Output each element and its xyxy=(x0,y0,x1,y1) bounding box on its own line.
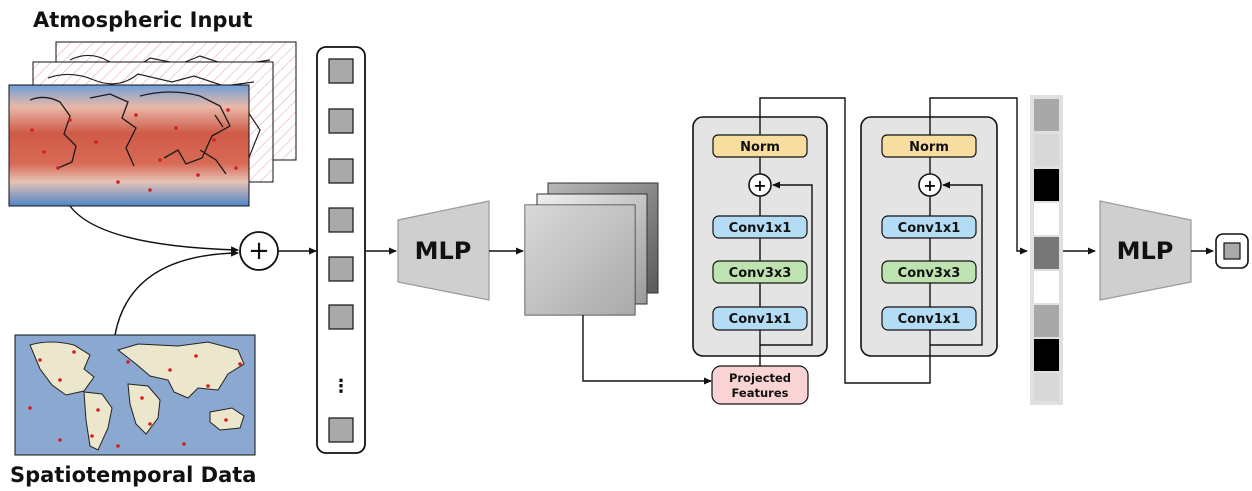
mlp-label-1: MLP xyxy=(415,237,472,265)
resblock-1: Norm + Conv1x1 Conv3x3 Conv1x1 xyxy=(692,116,828,366)
norm-layer-2 xyxy=(881,134,977,158)
svg-text:Conv1x1: Conv1x1 xyxy=(898,221,961,236)
atmospheric-input-stack xyxy=(8,41,297,207)
block1-to-block2-edge xyxy=(759,97,931,384)
mlp-label-2: MLP xyxy=(1117,237,1174,265)
token-square xyxy=(328,256,354,282)
token-sequence: ⋮ xyxy=(316,46,366,454)
svg-text:Conv1x1: Conv1x1 xyxy=(729,221,792,236)
residual-add-1 xyxy=(748,173,772,197)
features-to-projected-edge xyxy=(582,315,712,385)
atmospheric-input-title: Atmospheric Input xyxy=(33,8,252,32)
token-square xyxy=(328,58,354,84)
resblock-2: Norm + Conv1x1 Conv3x3 Conv1x1 xyxy=(860,116,998,372)
mlp-block-1: MLP xyxy=(397,200,490,301)
atmospheric-heatmap xyxy=(8,84,250,207)
atmospheric-to-add-edge xyxy=(69,205,239,254)
svg-text:+: + xyxy=(753,176,766,195)
svg-text:Conv1x1: Conv1x1 xyxy=(729,312,792,327)
svg-text:Conv1x1: Conv1x1 xyxy=(898,312,961,327)
feature-map-stack xyxy=(524,182,659,316)
conv1x1-layer-1b xyxy=(712,306,808,331)
conv1x1-layer-1a xyxy=(712,215,808,239)
residual-add-2 xyxy=(918,173,942,197)
token-square xyxy=(328,108,354,134)
spatiotemporal-to-add-edge xyxy=(114,249,239,336)
svg-text:Norm: Norm xyxy=(909,140,949,155)
svg-text:Norm: Norm xyxy=(740,140,780,155)
conv1x1-layer-2b xyxy=(881,306,977,331)
mlp-block-2: MLP xyxy=(1099,200,1192,301)
output-token-column xyxy=(1030,95,1063,405)
svg-text:+: + xyxy=(923,176,936,195)
conv3x3-layer-2 xyxy=(881,260,977,284)
token-square xyxy=(328,207,354,233)
projected-features-line1: Projected xyxy=(729,371,791,385)
svg-text:Conv3x3: Conv3x3 xyxy=(729,266,792,281)
block2-to-output-edge xyxy=(929,97,1028,255)
projected-features: Projected Features xyxy=(711,365,809,405)
token-ellipsis: ⋮ xyxy=(332,376,350,397)
token-square xyxy=(328,304,354,330)
svg-text:Conv3x3: Conv3x3 xyxy=(898,266,961,281)
projected-features-line2: Features xyxy=(732,386,789,400)
add-operator: + xyxy=(239,231,279,271)
spatiotemporal-map xyxy=(14,334,256,456)
token-square xyxy=(328,158,354,184)
spatiotemporal-data-title: Spatiotemporal Data xyxy=(10,463,256,487)
final-output-token xyxy=(1215,233,1249,269)
conv3x3-layer-1 xyxy=(712,260,808,284)
token-square xyxy=(328,417,354,443)
svg-text:+: + xyxy=(248,236,270,266)
conv1x1-layer-2a xyxy=(881,215,977,239)
